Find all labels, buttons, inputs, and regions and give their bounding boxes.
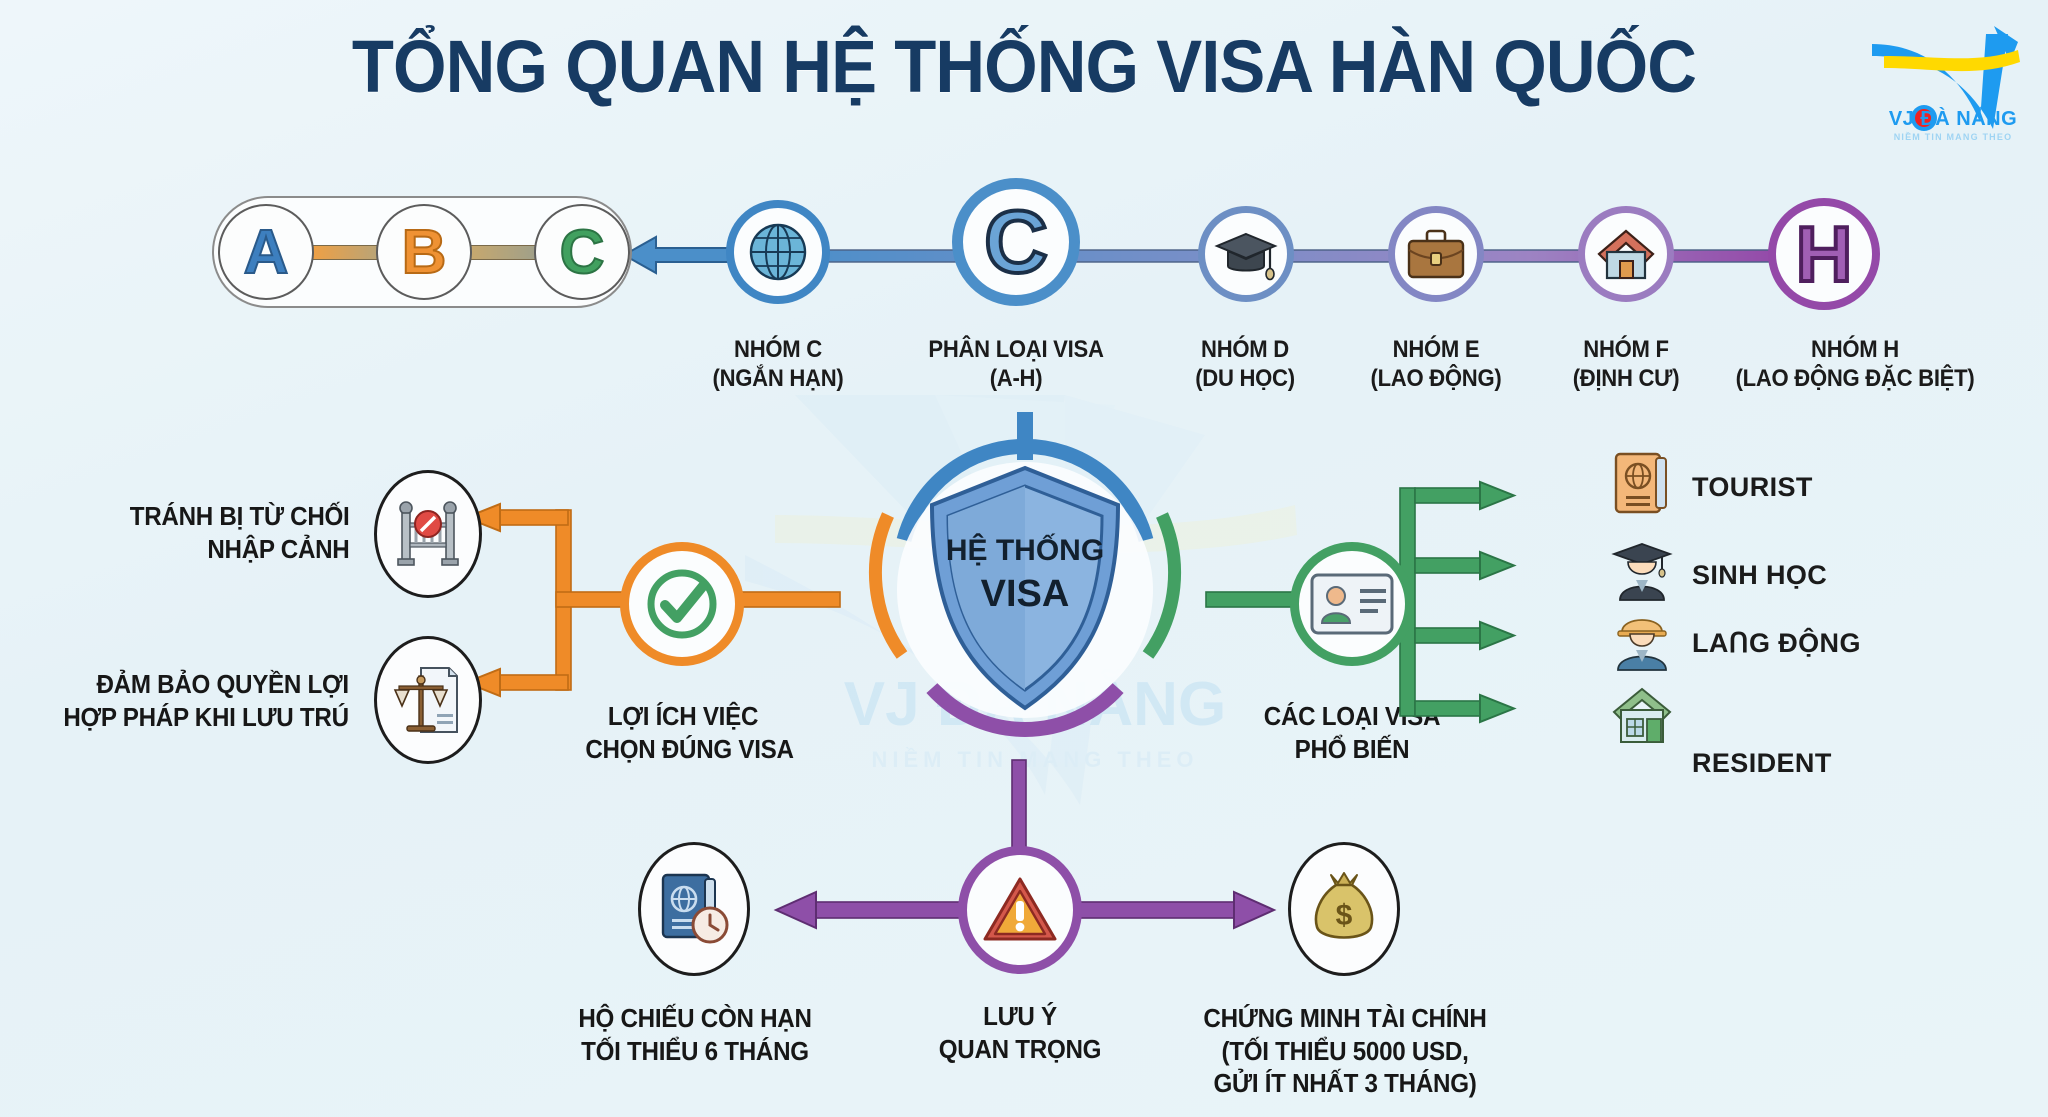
chip-a-letter: A [243, 217, 290, 288]
left-branch-connector [463, 502, 841, 698]
letter-c-glyph: C [982, 192, 1050, 291]
svg-text:$: $ [1336, 899, 1353, 932]
label-group-e: NHÓM E (LAO ĐỘNG) [1370, 336, 1502, 393]
graduation-cap-icon [1214, 232, 1278, 281]
abc-link-a-b [310, 245, 378, 260]
logo-tagline: NIỀM TIN MANG THEO [1893, 132, 2013, 142]
node-group-h[interactable]: H [1768, 198, 1880, 310]
chip-b-letter: B [401, 217, 448, 288]
center-visa-hub: HỆ THỐNG VISA [868, 412, 1182, 737]
bottom-right-label: CHỨNG MINH TÀI CHÍNH (TỐI THIỂU 5000 USD… [1203, 1003, 1487, 1098]
bottom-left-icon-bubble[interactable] [638, 842, 750, 976]
arc-bottom-icon [926, 682, 1124, 737]
briefcase-icon [1407, 229, 1465, 279]
label-group-h: NHÓM H (LAO ĐỘNG ĐẶC BIỆT) [1735, 336, 1975, 393]
money-bag-icon: $ [1314, 872, 1374, 939]
chip-c[interactable]: C [534, 204, 630, 300]
scales-document-icon [393, 667, 458, 733]
globe-icon [749, 223, 807, 281]
shield-line1: HỆ THỐNG [946, 533, 1104, 567]
right-hub-node[interactable] [1290, 542, 1414, 666]
logo-name: VJ ĐÀ NẴNG [1888, 108, 2018, 130]
arc-right-icon [1142, 512, 1182, 659]
abc-link-b-c [468, 245, 538, 260]
arc-left-icon [868, 512, 908, 659]
barrier-no-entry-icon [397, 501, 459, 566]
brand-logo: VJ ĐÀ NẴNG NIỀM TIN MANG THEO [1868, 4, 2038, 154]
worker-icon [1617, 619, 1667, 671]
arc-top-icon [896, 412, 1154, 542]
label-group-d: NHÓM D (DU HỌC) [1195, 336, 1295, 393]
warning-triangle-icon [983, 877, 1057, 941]
node-group-d[interactable] [1198, 206, 1294, 302]
bottom-hub-node[interactable] [958, 846, 1082, 974]
house-icon [1597, 229, 1655, 280]
node-visa-classification[interactable]: C [952, 178, 1080, 306]
label-group-f: NHÓM F (ĐỊNH CƯ) [1572, 336, 1680, 393]
letter-h-glyph: H [1794, 210, 1854, 298]
node-group-f[interactable] [1578, 206, 1674, 302]
node-group-e[interactable] [1388, 206, 1484, 302]
label-visa-classification: PHÂN LOẠI VISA (A-H) [928, 336, 1104, 393]
right-item-2-label: SINH HỌC [1692, 560, 1828, 590]
right-item-1-label: TOURIST [1692, 472, 1813, 502]
logo-mark-icon [1872, 26, 2020, 131]
id-card-icon [1310, 573, 1394, 635]
passport-clock-icon [661, 873, 729, 944]
bottom-right-icon-bubble[interactable]: $ [1288, 842, 1400, 976]
node-group-c[interactable] [726, 200, 830, 304]
left-item-2-icon-bubble[interactable] [374, 636, 482, 764]
chip-a[interactable]: A [218, 204, 314, 300]
left-item-2-label: ĐẢM BẢO QUYỀN LỢI HỢP PHÁP KHI LƯU TRÚ [63, 669, 349, 732]
home-icon [1612, 687, 1672, 743]
shield-line2: VISA [981, 573, 1070, 615]
bottom-hub-label: LƯU Ý QUAN TRỌNG [938, 1001, 1102, 1064]
chip-b[interactable]: B [376, 204, 472, 300]
shield-icon [929, 465, 1121, 711]
left-item-1-label: TRÁNH BỊ TỪ CHỐI NHẬP CẢNH [129, 501, 350, 564]
student-icon [1611, 543, 1673, 601]
bottom-left-label: HỘ CHIẾU CÒN HẠN TỐI THIỂU 6 THÁNG [578, 1003, 812, 1066]
page-title: TỔNG QUAN HỆ THỐNG VISA HÀN QUỐC [351, 25, 1697, 108]
left-hub-node[interactable] [620, 542, 744, 666]
abc-group-capsule: A B C [212, 196, 632, 308]
check-circle-icon [647, 569, 717, 639]
left-item-1-icon-bubble[interactable] [374, 470, 482, 598]
right-item-4-label: RESIDENT [1692, 748, 1832, 778]
left-hub-label: LỢI ÍCH VIỆC CHỌN ĐÚNG VISA [585, 701, 794, 764]
right-item-3-label: LAᑎG ĐỘNG [1692, 628, 1861, 658]
label-group-c: NHÓM C (NGẮN HẠN) [712, 336, 844, 393]
chip-c-letter: C [559, 217, 606, 288]
passport-icon [1614, 452, 1667, 514]
